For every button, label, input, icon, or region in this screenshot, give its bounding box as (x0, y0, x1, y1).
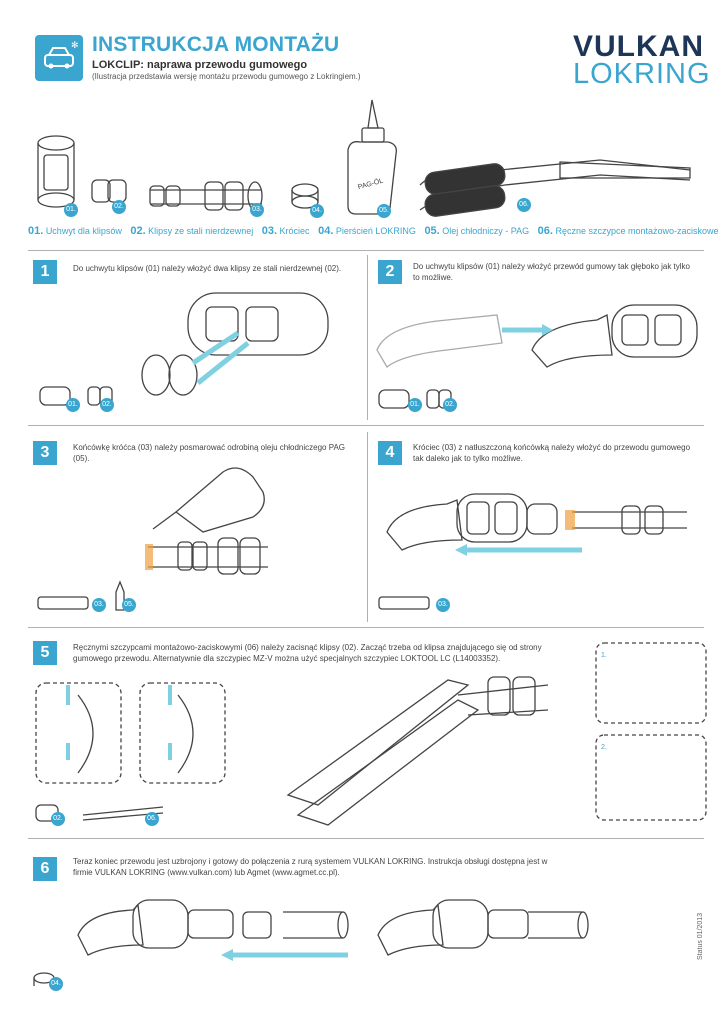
part-badge-05: 05. (377, 204, 391, 218)
legend-item-02: 02. Klipsy ze stali nierdzewnej (130, 225, 254, 237)
part-badge-03: 03. (250, 203, 264, 217)
legend-item-06: 06. Ręczne szczypce montażowo-zaciskowe (537, 225, 719, 237)
step-3-badge-03: 03. (92, 598, 106, 612)
step-1-number: 1 (33, 260, 57, 284)
legend-item-03: 03. Króciec (261, 225, 310, 237)
divider (28, 627, 704, 628)
step-4-number: 4 (378, 441, 402, 465)
step-5-detail-2: 2. (601, 744, 607, 751)
step-3-illustration (37, 467, 268, 611)
legend-item-01: 01. Uchwyt dla klipsów (28, 225, 122, 237)
brand-logo-lokring: LOKRING (573, 58, 711, 90)
step-6-badge-04: 04. (49, 977, 63, 991)
divider (367, 255, 368, 420)
legend-item-05: 05. Olej chłodniczy - PAG (424, 225, 530, 237)
status-stamp: Status 01/2013 (697, 912, 704, 960)
page-subtitle: LOKCLIP: naprawa przewodu gumowego (92, 59, 308, 71)
step-4-illustration (378, 493, 687, 610)
part-badge-01: 01. (64, 203, 78, 217)
step-1-badge-02: 02. (100, 398, 114, 412)
step-5-badge-06: 06. (145, 812, 159, 826)
svg-text:✻: ✻ (71, 41, 79, 51)
bottle-label: PAG-ÖL (357, 177, 384, 191)
step-5-illustration (35, 642, 707, 826)
step-2-badge-01: 01. (408, 398, 422, 412)
part-badge-04: 04. (310, 204, 324, 218)
parts-illustration: PAG-ÖL (37, 99, 691, 217)
step-1-badge-01: 01. (66, 398, 80, 412)
step-5-number: 5 (33, 641, 57, 665)
divider (28, 838, 704, 839)
page-note: (Ilustracja przedstawia wersję montażu p… (92, 72, 361, 81)
step-2-badge-02: 02. (443, 398, 457, 412)
step-3-number: 3 (33, 441, 57, 465)
step-6-text: Teraz koniec przewodu jest uzbrojony i g… (73, 857, 548, 877)
step-2-illustration (376, 304, 698, 409)
step-3-badge-05: 05. (122, 598, 136, 612)
step-5-text: Ręcznymi szczypcami montażowo-zaciskowym… (73, 643, 542, 663)
part-badge-06: 06. (517, 198, 531, 212)
step-4-badge-03: 03. (436, 598, 450, 612)
step-6-number: 6 (33, 857, 57, 881)
divider (28, 250, 704, 251)
step-2-number: 2 (378, 260, 402, 284)
divider (367, 432, 368, 622)
car-snowflake-icon: ✻ (35, 35, 83, 81)
brand-logo-vulkan: VULKAN (573, 30, 704, 63)
step-4-text: Króciec (03) z natłuszczoną końcówką nal… (413, 443, 691, 463)
part-badge-02: 02. (112, 200, 126, 214)
page-title: INSTRUKCJA MONTAŻU (92, 33, 340, 56)
step-5-detail-1: 1. (601, 652, 607, 659)
divider (28, 425, 704, 426)
legend-item-04: 04. Pierścień LOKRING (318, 225, 416, 237)
step-3-text: Końcówkę króćca (03) należy posmarować o… (73, 443, 345, 463)
step-1-text: Do uchwytu klipsów (01) należy włożyć dw… (73, 264, 342, 273)
parts-legend: 01. Uchwyt dla klipsów 02. Klipsy ze sta… (28, 225, 719, 237)
step-5-badge-02: 02. (51, 812, 65, 826)
step-6-illustration (33, 899, 589, 986)
step-2-text: Do uchwytu klipsów (01) należy włożyć pr… (413, 262, 691, 282)
step-1-illustration (39, 292, 329, 406)
